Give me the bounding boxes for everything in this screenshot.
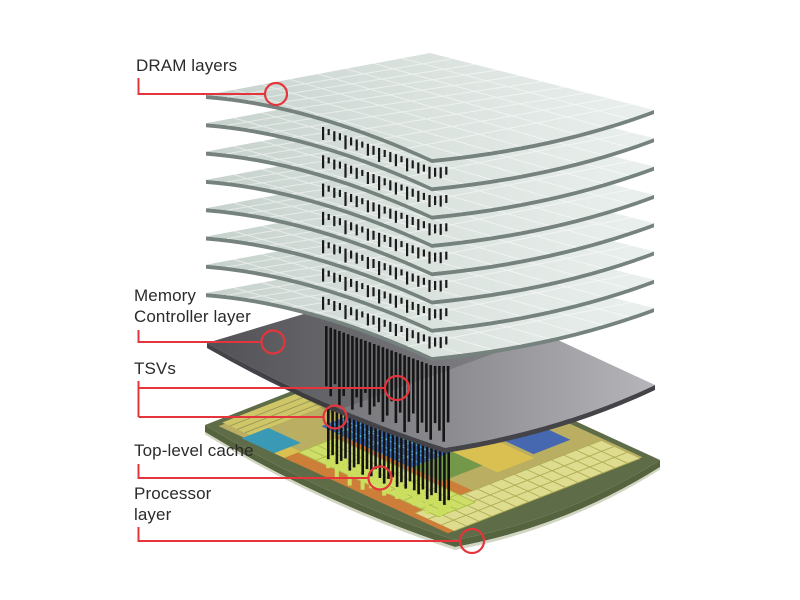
callout-circle-cache: [367, 465, 393, 491]
label-top-level-cache: Top-level cache: [134, 440, 254, 461]
tsv-pins-dram-gap-4: [322, 211, 448, 264]
tsv-pins-stack: [325, 326, 450, 442]
callout-circle-processor: [458, 527, 486, 555]
label-memory-controller-line1: Memory: [134, 286, 196, 305]
label-processor-line2: layer: [134, 505, 172, 524]
tsv-pins-dram-gap-1: [322, 127, 448, 179]
label-processor-layer: Processor layer: [134, 483, 211, 525]
tsv-pins-dram-gap-3: [322, 183, 448, 236]
label-tsvs: TSVs: [134, 358, 176, 379]
label-dram-layers-text: DRAM layers: [136, 56, 238, 75]
label-tsvs-text: TSVs: [134, 359, 176, 378]
tsv-pins-dram-gap-7: [322, 296, 448, 349]
label-memory-controller: Memory Controller layer: [134, 285, 251, 327]
label-top-level-cache-text: Top-level cache: [134, 441, 254, 460]
label-dram-layers: DRAM layers: [136, 55, 237, 76]
callout-circle-tsv-lower: [322, 404, 348, 430]
callout-lines: [137, 78, 486, 555]
label-memory-controller-line2: Controller layer: [134, 307, 251, 326]
tsv-pins-dram-gap-5: [322, 240, 448, 292]
callout-circle-memory-controller: [260, 329, 286, 355]
tsv-pins-dram-gap-6: [322, 268, 448, 321]
label-processor-line1: Processor: [134, 484, 212, 503]
dram-layer-1: [206, 53, 654, 163]
callout-circle-dram: [263, 81, 289, 107]
tsv-pins-dram-gap-2: [322, 155, 448, 207]
callout-circle-tsv-upper: [383, 374, 411, 402]
